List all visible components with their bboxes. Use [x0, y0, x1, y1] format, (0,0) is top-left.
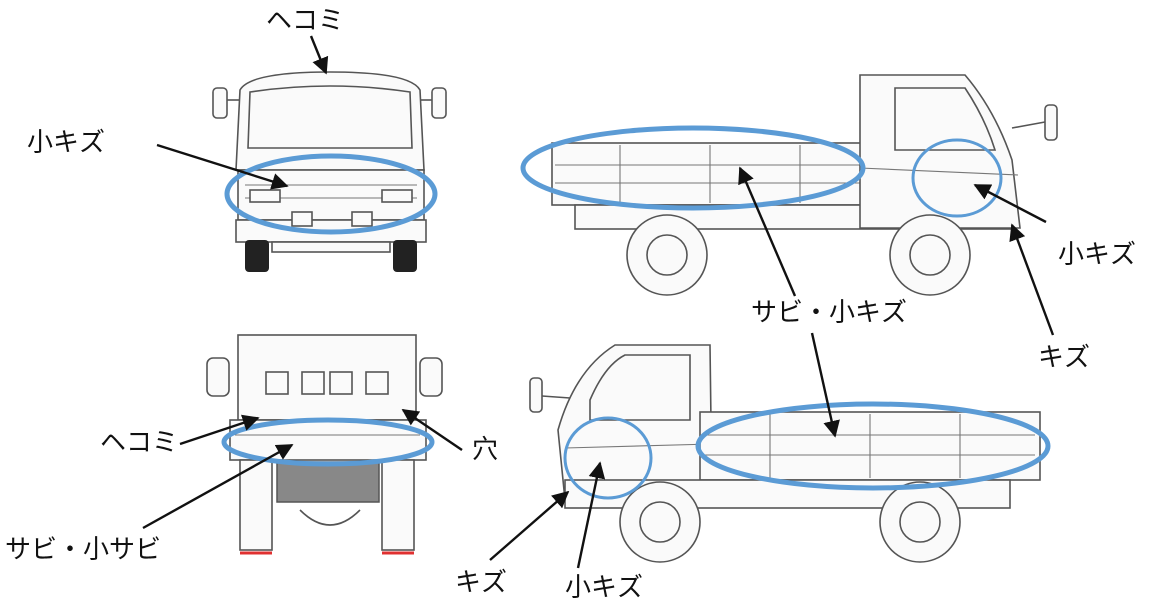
truck-right-side-view — [520, 74, 1058, 296]
label-bed-rust-small-scratch: サビ・小キズ — [751, 298, 908, 328]
arrow-front-small-scratch — [156, 143, 289, 190]
label-left-scratch: キズ — [455, 568, 508, 598]
label-right-small-scratch: 小キズ — [1058, 240, 1137, 270]
truck-front-view — [212, 71, 447, 272]
label-rear-dent: ヘコミ — [100, 428, 179, 458]
arrow-right-cab-small-scratch — [973, 183, 1047, 224]
pointer-arrows — [142, 35, 1055, 569]
arrow-left-bed-rust — [810, 332, 840, 438]
arrow-right-scratch — [1009, 223, 1055, 336]
arrow-right-bed-rust — [738, 166, 797, 297]
label-right-scratch: キズ — [1038, 343, 1091, 373]
label-left-small-scratch: 小キズ — [565, 573, 644, 603]
damage-circle-front — [224, 153, 438, 235]
label-rear-rust: サビ・小サビ — [5, 535, 162, 565]
truck-left-side-view — [529, 344, 1051, 563]
label-front-small-scratch: 小キズ — [27, 128, 106, 158]
damage-circle-left-cab — [563, 416, 653, 500]
arrow-front-top-dent — [309, 35, 329, 75]
arrow-left-cab-small-scratch — [576, 461, 606, 569]
damage-circle-right-cab — [911, 138, 1003, 218]
arrow-left-scratch — [489, 490, 570, 561]
damage-circle-left-bed — [695, 401, 1051, 491]
label-front-top-dent: ヘコミ — [266, 6, 345, 36]
arrow-rear-rust — [142, 443, 294, 530]
arrow-rear-dent — [179, 414, 260, 446]
arrow-rear-hole — [401, 409, 463, 451]
damage-circle-right-bed — [520, 125, 866, 211]
damage-circle-rear — [221, 417, 435, 467]
truck-rear-view — [206, 334, 443, 555]
label-rear-hole: 穴 — [472, 435, 499, 465]
